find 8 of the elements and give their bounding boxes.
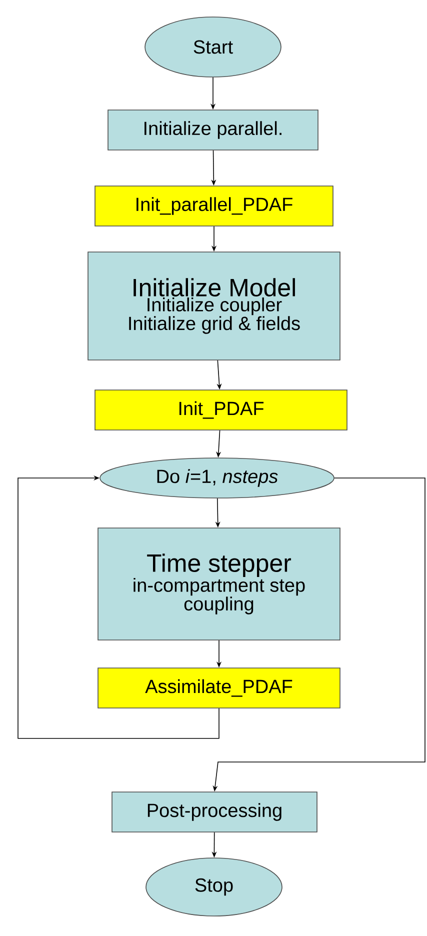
process-box: Init_parallel_PDAF xyxy=(94,186,334,226)
process-box: Initialize parallel. xyxy=(108,110,318,150)
process-box: Post-processing xyxy=(112,792,318,832)
process-box: Time stepper in-compartment step coupling xyxy=(98,528,340,640)
arrow xyxy=(18,475,220,739)
process-box: Init_PDAF xyxy=(94,390,348,430)
process-box: Assimilate_PDAF xyxy=(98,668,340,708)
process-box: Initialize Model Initialize coupler Initialize grid & fields xyxy=(88,252,340,360)
